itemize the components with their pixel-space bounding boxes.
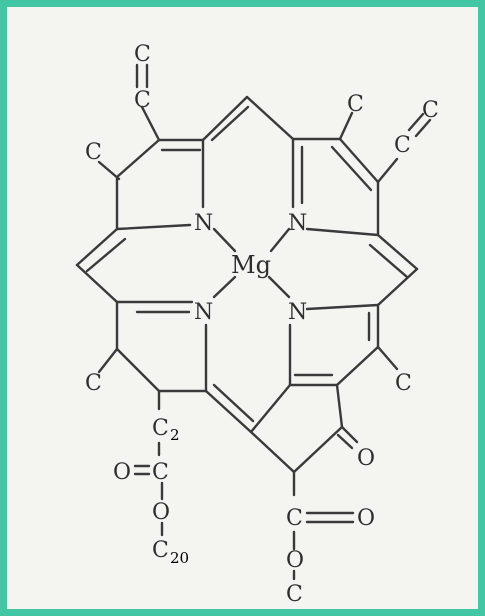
atom-carbon-vinyl: C — [134, 88, 151, 113]
atom-oxygen-carbonyl-right: O — [357, 506, 375, 531]
atom-carbon-methyl-ester: C — [286, 582, 303, 607]
atom-carbon-chain: C — [152, 416, 169, 441]
atom-nitrogen-c: N — [288, 300, 307, 325]
atom-carbon-ester-right: C — [286, 506, 303, 531]
atom-carbon-vinyl-right: C — [394, 133, 411, 158]
atom-nitrogen-d: N — [194, 300, 213, 325]
atom-carbon-ethyl: C — [395, 371, 412, 396]
subscript-chain-count: 2 — [170, 426, 180, 444]
chlorophyll-structure: C C C C C C N N Mg N N C C O C 2 O C O C… — [75, 42, 439, 607]
atom-oxygen-carbonyl-left: O — [113, 460, 131, 485]
atom-carbon-methyl-d: C — [85, 371, 102, 396]
atom-nitrogen-b: N — [288, 211, 307, 236]
atom-oxygen-ester-left: O — [152, 500, 170, 525]
atom-carbon-methyl-a: C — [85, 140, 102, 165]
atom-carbon-vinyl-right-end: C — [422, 98, 439, 123]
bond-lines — [75, 63, 432, 581]
atom-oxygen-ester-right: O — [286, 548, 304, 573]
atom-carbon-ester-left: C — [152, 460, 169, 485]
atom-oxygen-ketone: O — [357, 446, 375, 471]
atom-nitrogen-a: N — [194, 211, 213, 236]
atom-carbon-methyl-b: C — [347, 92, 364, 117]
atom-carbon-vinyl-end: C — [134, 42, 151, 67]
atom-magnesium: Mg — [231, 251, 271, 279]
atom-carbon-phytyl: C — [152, 538, 169, 563]
subscript-phytyl-count: 20 — [170, 549, 189, 567]
